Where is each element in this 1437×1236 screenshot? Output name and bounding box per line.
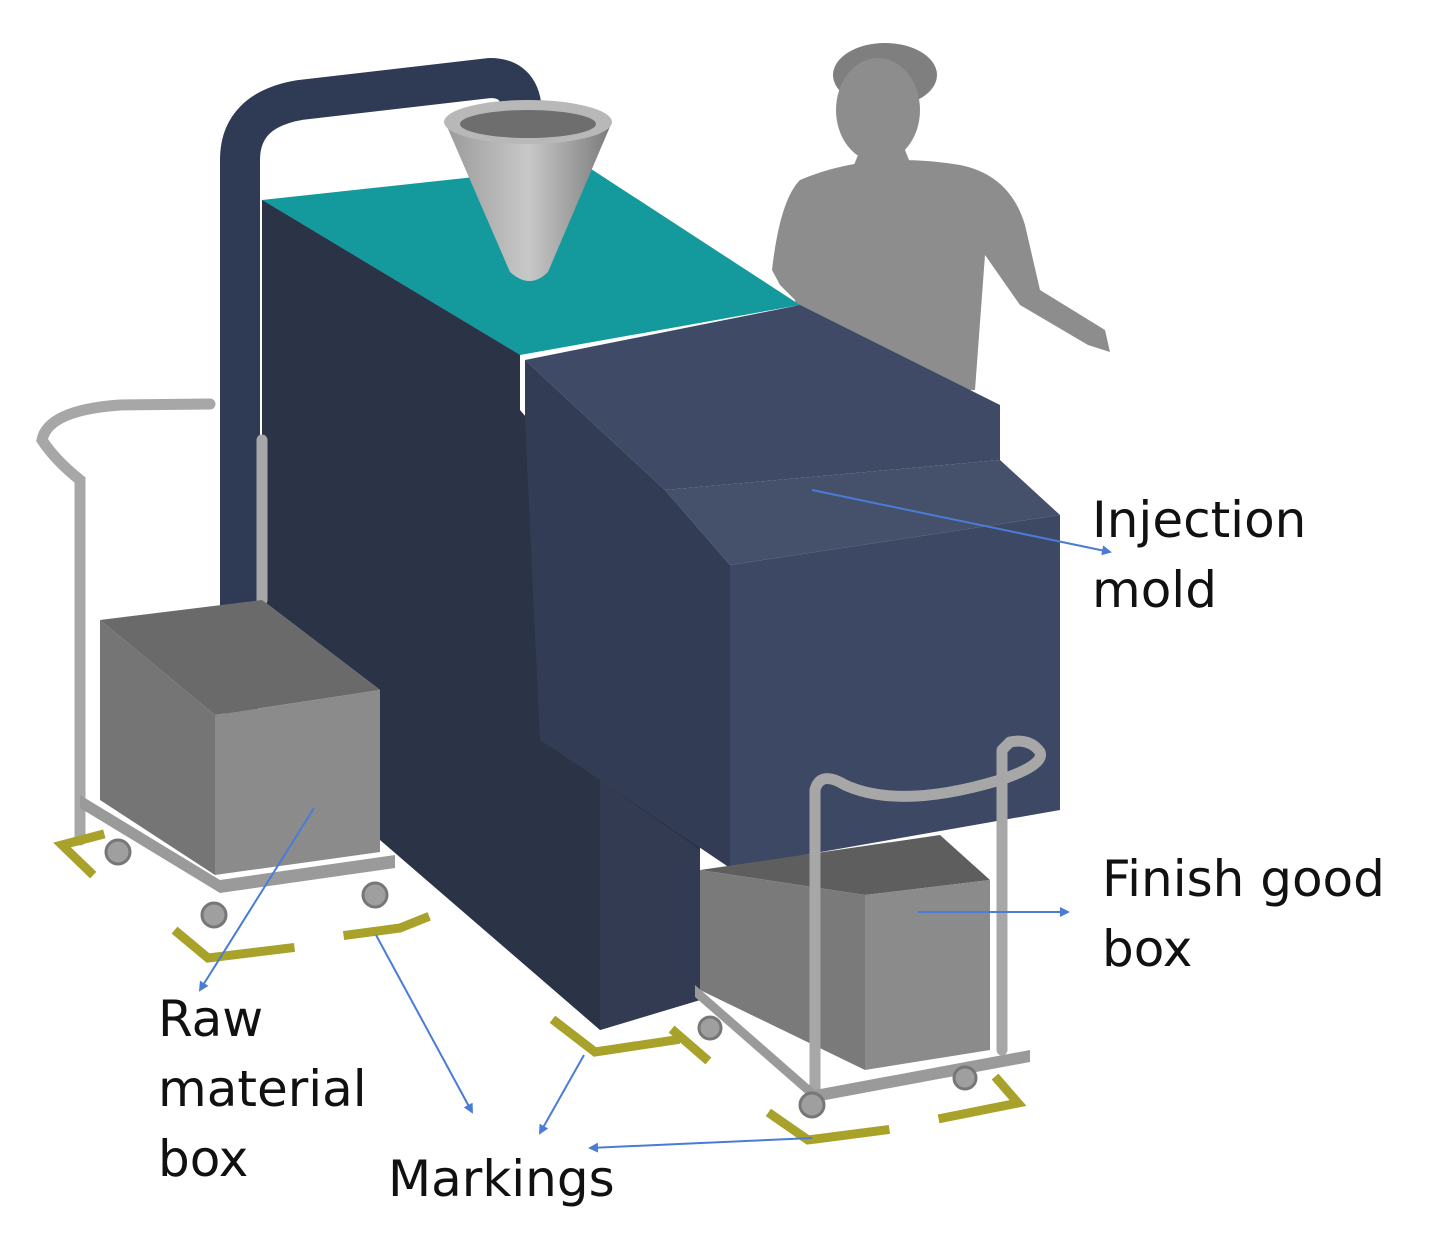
raw-material-cart	[36, 398, 395, 929]
mold-unit-step	[665, 460, 1060, 565]
raw-bin-front	[215, 690, 380, 875]
injection-mold-label-line2: mold	[1092, 561, 1217, 619]
arrow-markings-3	[588, 1137, 813, 1153]
finish-good-box-label: Finish good box	[1102, 844, 1385, 984]
raw-bin-left	[100, 620, 215, 875]
finish-bin-top	[700, 835, 990, 895]
injection-molding-machine	[262, 165, 1060, 1030]
mold-unit-top	[525, 305, 1000, 490]
machine-body-dark	[262, 200, 700, 1030]
mold-unit-left	[525, 360, 730, 868]
finish-bin-front	[865, 880, 990, 1070]
injection-mold-label: Injection mold	[1092, 485, 1306, 625]
feed-pipe	[220, 58, 542, 720]
raw-material-box-label-line3: box	[158, 1130, 249, 1188]
arrow-markings-1	[375, 934, 473, 1114]
arrow-markings-2	[539, 1054, 585, 1135]
arrow-injection-mold	[811, 489, 1112, 556]
finish-cart-base	[695, 985, 1030, 1102]
raw-material-box-label: Raw material box	[158, 984, 367, 1194]
finish-good-box-label-line1: Finish good	[1102, 850, 1385, 908]
finish-good-box-label-line2: box	[1102, 920, 1193, 978]
raw-cart-base	[80, 795, 395, 893]
machine-base-front	[600, 780, 700, 1030]
arrow-raw-material-box	[198, 807, 315, 992]
mold-unit-front	[730, 515, 1060, 868]
finish-bin-left	[700, 870, 865, 1070]
markings-label-text: Markings	[388, 1150, 615, 1208]
leader-arrows	[198, 489, 1112, 1153]
floor-marking	[53, 829, 1027, 1145]
raw-material-box-label-line1: Raw	[158, 990, 264, 1048]
hopper	[444, 100, 612, 281]
injection-mold-label-line1: Injection	[1092, 491, 1307, 549]
finish-good-cart	[695, 735, 1046, 1119]
raw-material-box-label-line2: material	[158, 1060, 367, 1118]
raw-bin-top	[100, 600, 380, 715]
markings-label: Markings	[388, 1144, 615, 1214]
